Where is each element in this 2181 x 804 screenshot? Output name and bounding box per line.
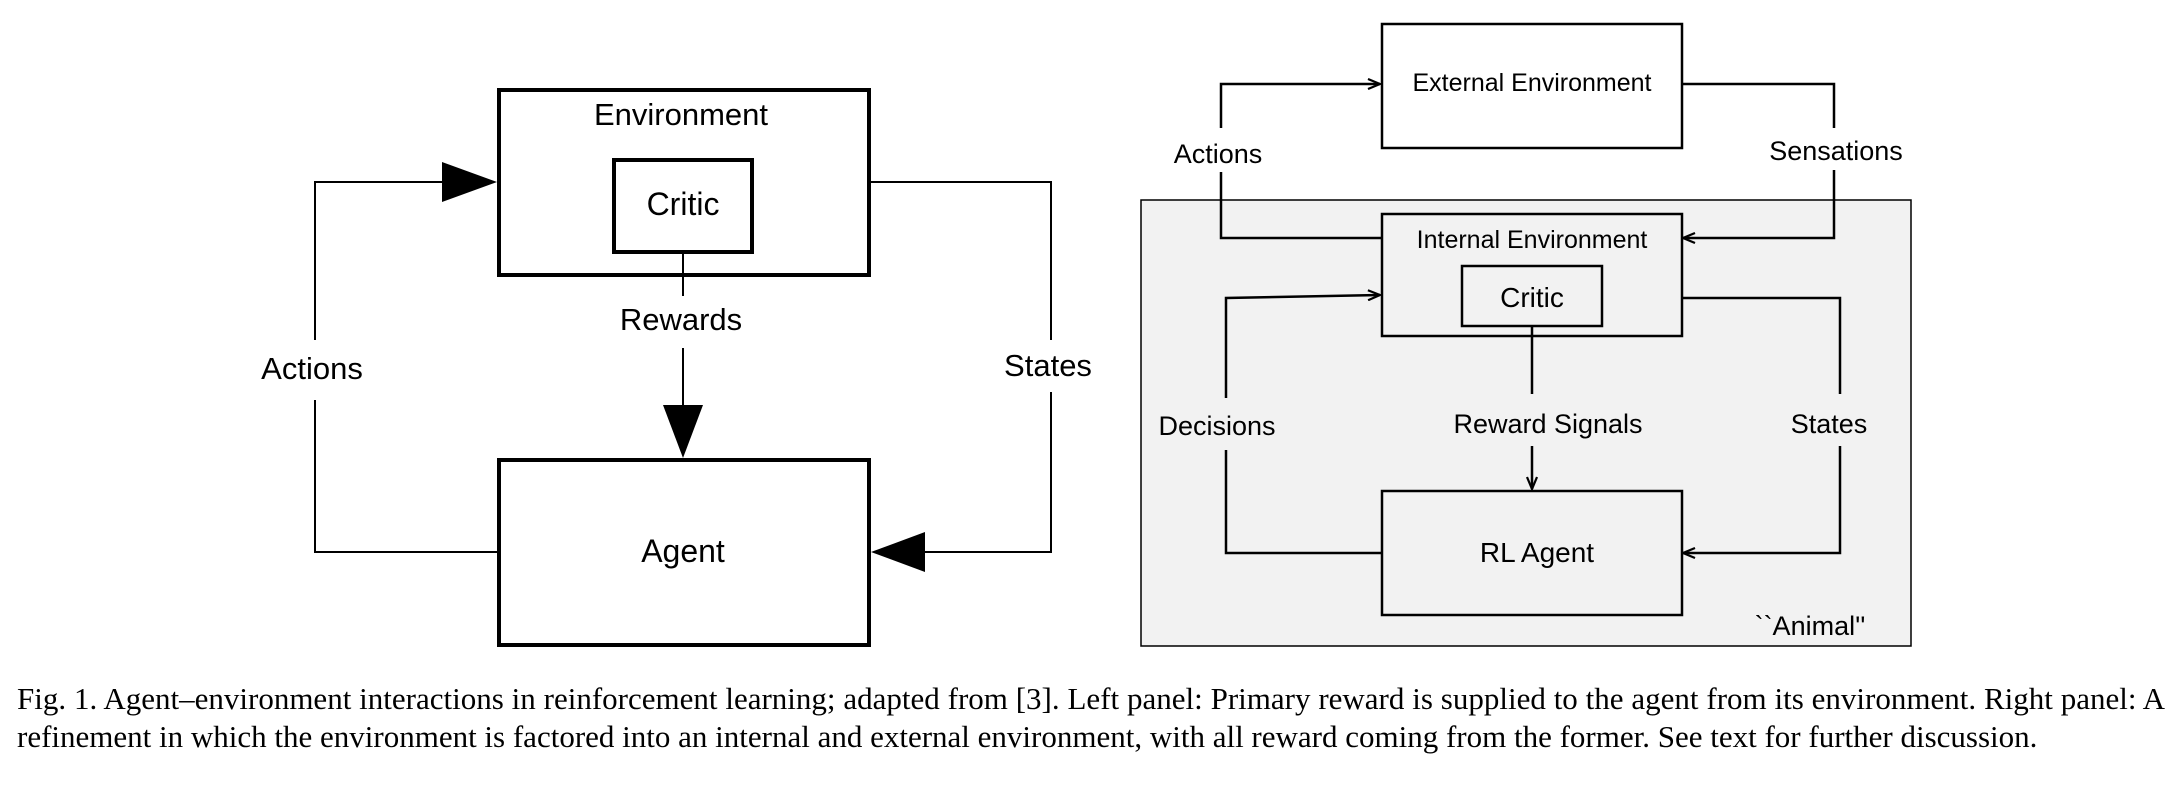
right-critic-box	[1460, 264, 1604, 328]
actions-line-lower	[314, 400, 499, 553]
states-arrowhead	[871, 532, 925, 572]
right-actions-label: Actions	[1174, 139, 1263, 169]
external-environment-box	[1380, 22, 1684, 150]
sensations-label: Sensations	[1769, 136, 1903, 166]
actions-arrowhead	[442, 162, 497, 202]
decisions-line-lower	[1224, 450, 1382, 555]
right-states-line-upper	[1682, 296, 1842, 394]
states-line-upper	[869, 181, 1052, 340]
external-environment-label: External Environment	[1412, 69, 1651, 97]
decisions-line-upper	[1224, 295, 1380, 398]
internal-environment-label: Internal Environment	[1417, 226, 1648, 254]
animal-label: ``Animal''	[1755, 611, 1866, 641]
agent-label: Agent	[641, 533, 725, 569]
actions-line-upper	[314, 181, 442, 340]
rl-agent-label: RL Agent	[1480, 537, 1594, 568]
decisions-label: Decisions	[1158, 411, 1275, 441]
right-actions-line-upper	[1219, 84, 1380, 128]
left-panel: Environment Critic Rewards Agent Actions…	[261, 88, 1092, 647]
right-actions-line-lower	[1219, 172, 1382, 240]
right-critic-label: Critic	[1500, 282, 1564, 313]
sensations-line-upper	[1682, 82, 1836, 128]
rewards-arrowhead	[663, 405, 703, 458]
figure-diagram: Environment Critic Rewards Agent Actions…	[261, 22, 1912, 647]
sensations-line-lower	[1683, 170, 1836, 238]
states-line-lower	[925, 392, 1052, 553]
right-panel: ``Animal'' External Environment Actions …	[1140, 22, 1912, 647]
reward-signals-label: Reward Signals	[1453, 409, 1642, 439]
figure-caption: Fig. 1. Agent–environment interactions i…	[17, 681, 2165, 754]
states-label: States	[1004, 348, 1092, 383]
rewards-label: Rewards	[620, 302, 742, 337]
environment-label: Environment	[594, 97, 768, 132]
actions-label: Actions	[261, 351, 363, 386]
right-states-line-lower	[1683, 446, 1842, 553]
critic-label: Critic	[647, 186, 720, 222]
right-states-label: States	[1791, 409, 1868, 439]
